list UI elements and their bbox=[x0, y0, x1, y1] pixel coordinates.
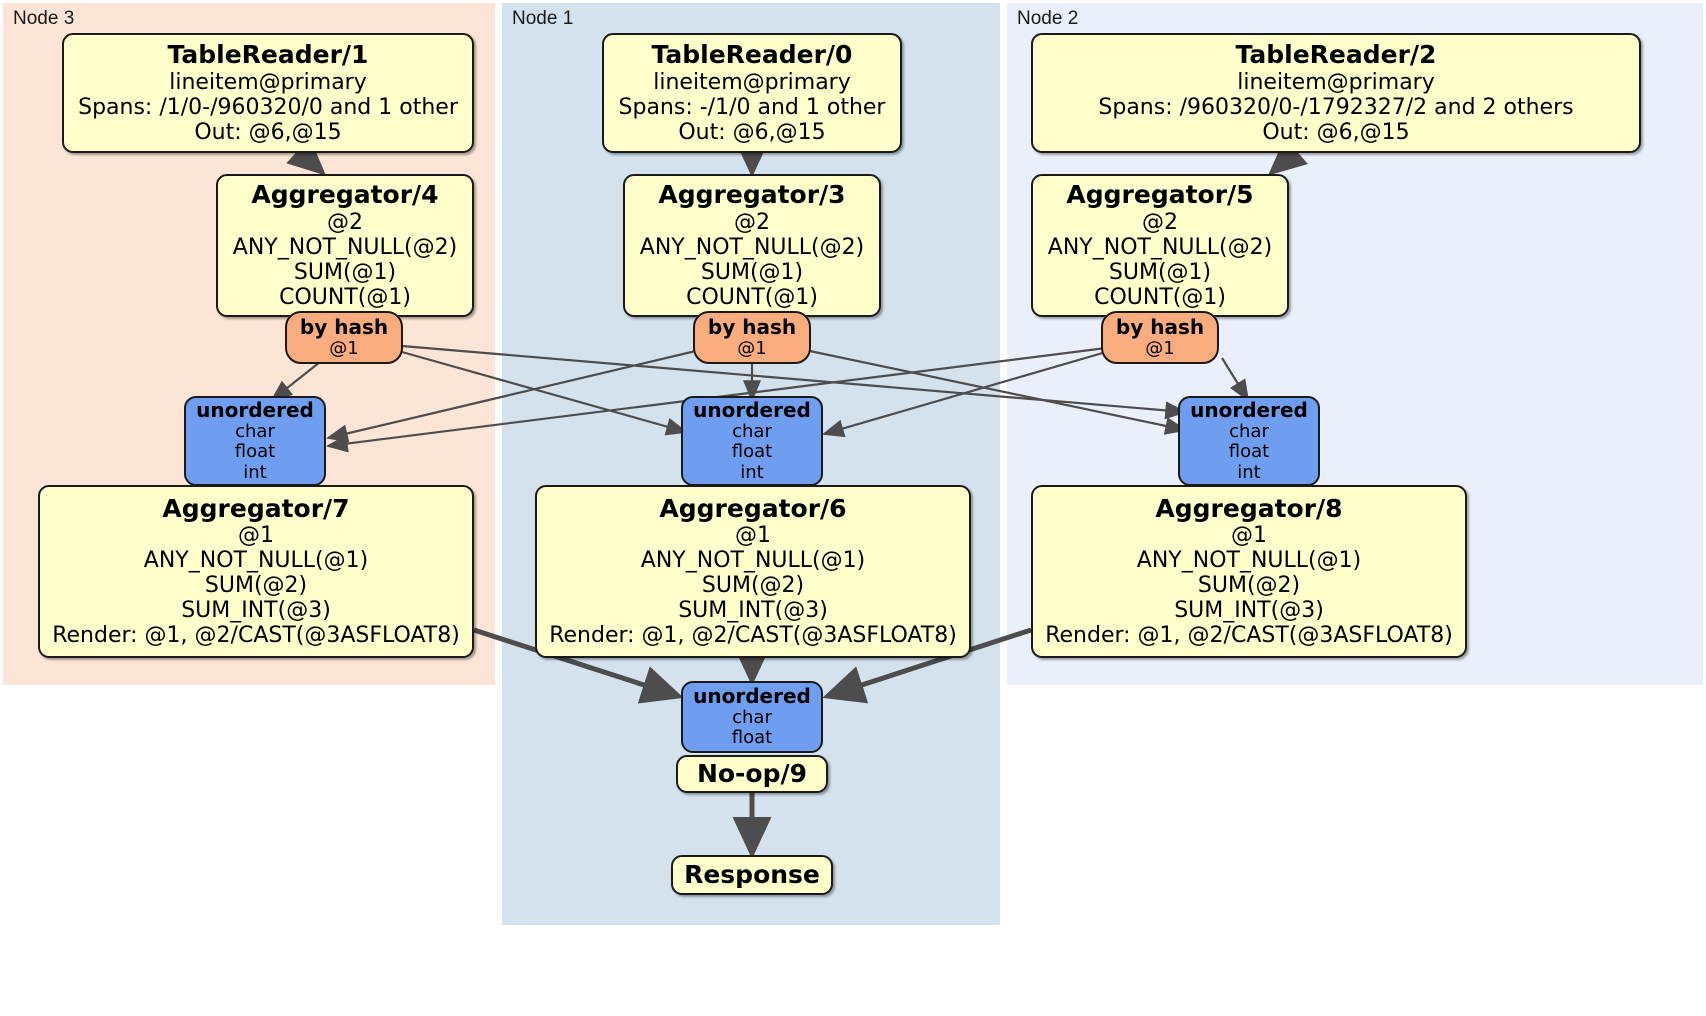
processor-detail-line: SUM(@2) bbox=[204, 573, 308, 599]
processor-detail-line: Spans: /960320/0-/1792327/2 and 2 others bbox=[1098, 94, 1574, 120]
processor-aggregator-3[interactable]: Aggregator/3 @2 ANY_NOT_NULL(@2) SUM(@1)… bbox=[623, 174, 881, 317]
processor-title: TableReader/2 bbox=[1235, 40, 1437, 70]
processor-detail-line: COUNT(@1) bbox=[1094, 284, 1226, 310]
processor-detail-line: SUM(@2) bbox=[1197, 573, 1301, 599]
router-by-hash-node3[interactable]: by hash @1 bbox=[285, 311, 403, 364]
processor-detail-line: @2 bbox=[734, 209, 770, 235]
router-title: by hash bbox=[1115, 314, 1205, 339]
processor-detail-line: SUM(@1) bbox=[700, 259, 804, 285]
synchronizer-type-line: char bbox=[732, 706, 772, 728]
synchronizer-title: unordered bbox=[693, 397, 811, 422]
processor-detail-line: Out: @6,@15 bbox=[1262, 119, 1410, 145]
processor-detail-line: ANY_NOT_NULL(@1) bbox=[143, 548, 369, 574]
processor-title: Aggregator/4 bbox=[251, 180, 439, 210]
synchronizer-type-line: float bbox=[731, 441, 773, 463]
processor-detail-line: ANY_NOT_NULL(@2) bbox=[639, 234, 865, 260]
processor-detail-line: @1 bbox=[1231, 523, 1267, 549]
processor-detail-line: lineitem@primary bbox=[1237, 69, 1435, 95]
synchronizer-type-line: int bbox=[1237, 461, 1261, 483]
processor-aggregator-5[interactable]: Aggregator/5 @2 ANY_NOT_NULL(@2) SUM(@1)… bbox=[1031, 174, 1289, 317]
processor-detail-line: SUM_INT(@3) bbox=[1174, 598, 1324, 624]
processor-title: Aggregator/3 bbox=[658, 180, 846, 210]
node-region-label-node2: Node 2 bbox=[1017, 8, 1079, 29]
node-region-label-node1: Node 1 bbox=[512, 8, 574, 29]
synchronizer-unordered-node3[interactable]: unordered char float int bbox=[184, 396, 326, 486]
processor-detail-line: SUM(@1) bbox=[1108, 259, 1212, 285]
synchronizer-type-line: char bbox=[235, 420, 275, 442]
processor-detail-line: Spans: /1/0-/960320/0 and 1 other bbox=[78, 94, 458, 120]
synchronizer-type-line: char bbox=[732, 420, 772, 442]
processor-title: Aggregator/7 bbox=[162, 493, 350, 523]
processor-detail-line: COUNT(@1) bbox=[279, 284, 411, 310]
processor-title: Aggregator/5 bbox=[1066, 180, 1254, 210]
processor-aggregator-6[interactable]: Aggregator/6 @1 ANY_NOT_NULL(@1) SUM(@2)… bbox=[535, 485, 971, 658]
router-by-hash-node2[interactable]: by hash @1 bbox=[1101, 311, 1219, 364]
processor-title: Response bbox=[684, 859, 820, 889]
router-detail-line: @1 bbox=[737, 337, 767, 359]
synchronizer-title: unordered bbox=[693, 684, 811, 709]
processor-detail-line: ANY_NOT_NULL(@1) bbox=[1136, 548, 1362, 574]
router-title: by hash bbox=[707, 314, 797, 339]
processor-title: TableReader/0 bbox=[651, 40, 853, 70]
processor-title: TableReader/1 bbox=[167, 40, 369, 70]
processor-render-line: Render: @1, @2/CAST(@3ASFLOAT8) bbox=[1045, 623, 1453, 649]
synchronizer-unordered-node1[interactable]: unordered char float int bbox=[681, 396, 823, 486]
processor-noop-9[interactable]: No-op/9 bbox=[676, 755, 828, 793]
router-detail-line: @1 bbox=[329, 337, 359, 359]
processor-title: Aggregator/8 bbox=[1155, 493, 1343, 523]
processor-aggregator-7[interactable]: Aggregator/7 @1 ANY_NOT_NULL(@1) SUM(@2)… bbox=[38, 485, 474, 658]
processor-detail-line: COUNT(@1) bbox=[686, 284, 818, 310]
processor-tablereader-2[interactable]: TableReader/2 lineitem@primary Spans: /9… bbox=[1031, 33, 1641, 153]
processor-detail-line: lineitem@primary bbox=[653, 69, 851, 95]
processor-tablereader-1[interactable]: TableReader/1 lineitem@primary Spans: /1… bbox=[62, 33, 474, 153]
synchronizer-title: unordered bbox=[1190, 397, 1308, 422]
processor-detail-line: Out: @6,@15 bbox=[194, 119, 342, 145]
processor-detail-line: @2 bbox=[327, 209, 363, 235]
processor-detail-line: lineitem@primary bbox=[169, 69, 367, 95]
synchronizer-type-line: float bbox=[234, 441, 276, 463]
processor-tablereader-0[interactable]: TableReader/0 lineitem@primary Spans: -/… bbox=[602, 33, 902, 153]
router-detail-line: @1 bbox=[1145, 337, 1175, 359]
processor-response[interactable]: Response bbox=[671, 855, 833, 895]
processor-detail-line: SUM_INT(@3) bbox=[181, 598, 331, 624]
processor-detail-line: SUM_INT(@3) bbox=[678, 598, 828, 624]
processor-detail-line: @1 bbox=[238, 523, 274, 549]
processor-detail-line: ANY_NOT_NULL(@2) bbox=[1047, 234, 1273, 260]
synchronizer-unordered-final[interactable]: unordered char float bbox=[681, 681, 823, 753]
processor-detail-line: Spans: -/1/0 and 1 other bbox=[618, 94, 886, 120]
synchronizer-type-line: float bbox=[1228, 441, 1270, 463]
synchronizer-unordered-node2[interactable]: unordered char float int bbox=[1178, 396, 1320, 486]
processor-detail-line: @1 bbox=[735, 523, 771, 549]
synchronizer-type-line: char bbox=[1229, 420, 1269, 442]
processor-detail-line: SUM(@2) bbox=[701, 573, 805, 599]
router-by-hash-node1[interactable]: by hash @1 bbox=[693, 311, 811, 364]
node-region-label-node3: Node 3 bbox=[13, 8, 75, 29]
processor-aggregator-4[interactable]: Aggregator/4 @2 ANY_NOT_NULL(@2) SUM(@1)… bbox=[216, 174, 474, 317]
synchronizer-type-line: int bbox=[740, 461, 764, 483]
synchronizer-type-line: int bbox=[243, 461, 267, 483]
processor-title: No-op/9 bbox=[696, 758, 808, 788]
processor-detail-line: @2 bbox=[1142, 209, 1178, 235]
processor-detail-line: Out: @6,@15 bbox=[678, 119, 826, 145]
synchronizer-type-line: float bbox=[731, 727, 773, 749]
processor-render-line: Render: @1, @2/CAST(@3ASFLOAT8) bbox=[549, 623, 957, 649]
synchronizer-title: unordered bbox=[196, 397, 314, 422]
processor-detail-line: ANY_NOT_NULL(@1) bbox=[640, 548, 866, 574]
processor-render-line: Render: @1, @2/CAST(@3ASFLOAT8) bbox=[52, 623, 460, 649]
router-title: by hash bbox=[299, 314, 389, 339]
processor-detail-line: SUM(@1) bbox=[293, 259, 397, 285]
processor-detail-line: ANY_NOT_NULL(@2) bbox=[232, 234, 458, 260]
processor-title: Aggregator/6 bbox=[659, 493, 847, 523]
processor-aggregator-8[interactable]: Aggregator/8 @1 ANY_NOT_NULL(@1) SUM(@2)… bbox=[1031, 485, 1467, 658]
